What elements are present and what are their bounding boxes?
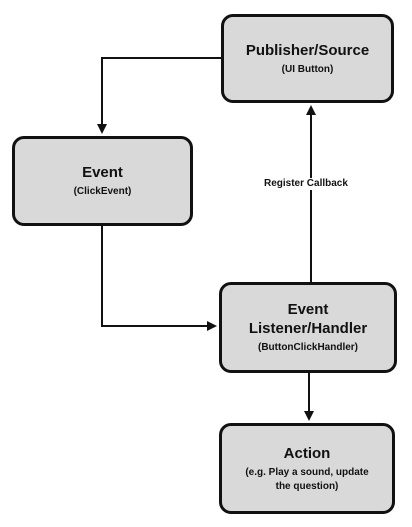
- node-event-listener-handler: Event Listener/Handler (ButtonClickHandl…: [219, 282, 397, 373]
- node-publisher-source: Publisher/Source (UI Button): [221, 14, 394, 103]
- node-listener-subtitle: (ButtonClickHandler): [258, 342, 358, 353]
- node-publisher-subtitle: (UI Button): [281, 63, 334, 75]
- node-action-title: Action: [283, 444, 331, 462]
- register-callback-label: Register Callback: [264, 178, 348, 190]
- node-event: Event (ClickEvent): [12, 136, 193, 226]
- edge-publisher-to-event: [97, 57, 221, 134]
- node-listener-title-line1: Event: [287, 301, 329, 318]
- node-event-title: Event: [82, 164, 123, 181]
- edge-event-to-listener: [101, 226, 217, 331]
- node-event-subtitle: (ClickEvent): [73, 186, 132, 197]
- node-publisher-title: Publisher/Source: [245, 41, 370, 59]
- node-action: Action (e.g. Play a sound, update the qu…: [219, 423, 395, 514]
- node-action-subtitle-line1: (e.g. Play a sound, update: [245, 466, 369, 478]
- node-action-subtitle-line2: the question): [275, 480, 339, 492]
- node-listener-title-line2: Listener/Handler: [248, 320, 368, 337]
